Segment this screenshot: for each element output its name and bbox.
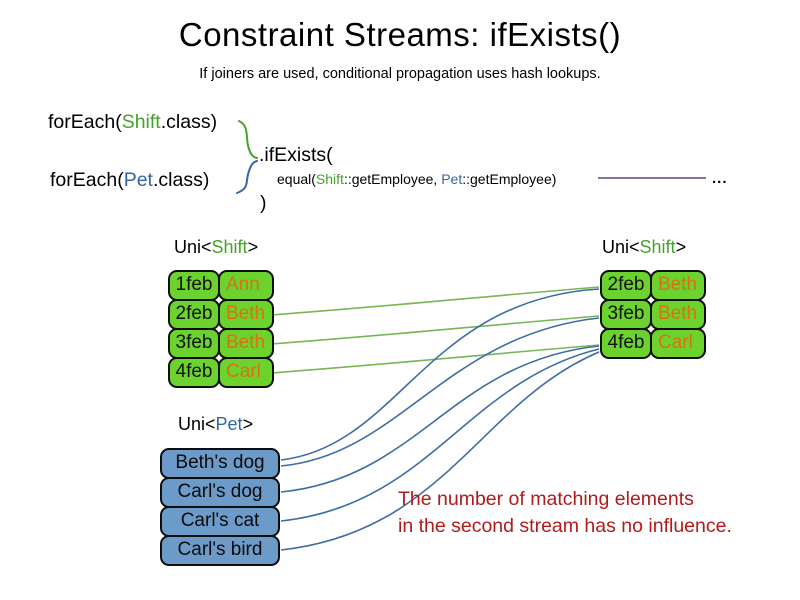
connector-bethsdog-right3feb	[280, 317, 600, 467]
table-row: 3feb Beth	[600, 299, 706, 330]
date-cell: 2feb	[168, 299, 220, 330]
right-table-label: Uni<Shift>	[602, 237, 686, 258]
employee-cell: Ann	[218, 270, 274, 301]
code-text: ::getEmployee,	[343, 171, 442, 187]
date-cell: 4feb	[168, 357, 220, 388]
shift-class-token: Shift	[639, 237, 676, 257]
employee-cell: Carl	[650, 328, 706, 359]
code-foreach-shift: forEach(Shift.class)	[48, 111, 217, 134]
connector-left3feb-right3feb	[270, 315, 600, 345]
pet-table-label: Uni<Pet>	[178, 414, 253, 435]
employee-cell: Beth	[218, 299, 274, 330]
code-ifexists: .ifExists(	[259, 144, 333, 166]
brace-bottom-blue	[236, 160, 258, 194]
employee-cell: Carl	[218, 357, 274, 388]
label-text: Uni<	[602, 237, 640, 257]
connector-carlsdog-right4feb	[280, 345, 600, 493]
shift-class-token: Shift	[211, 237, 248, 257]
page-title: Constraint Streams: ifExists()	[178, 16, 622, 53]
shift-class-token: Shift	[121, 111, 161, 133]
code-text: forEach(	[50, 169, 124, 191]
date-cell: 3feb	[600, 299, 652, 330]
date-cell: 2feb	[600, 270, 652, 301]
note-text: The number of matching elements in the s…	[398, 486, 732, 540]
code-close-paren: )	[260, 192, 267, 214]
label-text: Uni<	[174, 237, 212, 257]
page-subtitle: If joiners are used, conditional propaga…	[199, 66, 601, 82]
pet-cell: Beth's dog	[160, 448, 280, 479]
right-shift-table: 2feb Beth 3feb Beth 4feb Carl	[600, 270, 706, 359]
code-text: ::getEmployee)	[462, 171, 557, 187]
pet-cell: Carl's dog	[160, 477, 280, 508]
connector-bethsdog-right2feb	[280, 288, 600, 461]
employee-cell: Beth	[218, 328, 274, 359]
code-text: equal(	[277, 171, 316, 187]
connector-left2feb-right2feb	[270, 286, 600, 316]
table-row: 2feb Beth	[168, 299, 274, 330]
pet-table: Beth's dog Carl's dog Carl's cat Carl's …	[160, 448, 280, 566]
date-cell: 1feb	[168, 270, 220, 301]
table-row: 1feb Ann	[168, 270, 274, 301]
employee-cell: Beth	[650, 299, 706, 330]
date-cell: 4feb	[600, 328, 652, 359]
code-text: .class)	[152, 169, 210, 191]
label-text: >	[242, 414, 254, 434]
pet-cell: Carl's bird	[160, 535, 280, 566]
label-text: Uni<	[178, 414, 216, 434]
pet-class-token: Pet	[215, 414, 243, 434]
label-text: >	[247, 237, 259, 257]
employee-cell: Beth	[650, 270, 706, 301]
table-row: 4feb Carl	[168, 357, 274, 388]
code-foreach-pet: forEach(Pet.class)	[50, 169, 209, 192]
brace-top-green	[238, 120, 258, 159]
code-text: .class)	[160, 111, 218, 133]
pet-class-token: Pet	[441, 171, 463, 187]
date-cell: 3feb	[168, 328, 220, 359]
table-row: 4feb Carl	[600, 328, 706, 359]
left-shift-table: 1feb Ann 2feb Beth 3feb Beth 4feb Carl	[168, 270, 274, 388]
connector-left4feb-right4feb	[270, 344, 600, 374]
table-row: 2feb Beth	[600, 270, 706, 301]
code-equal-joiner: equal(Shift::getEmployee, Pet::getEmploy…	[277, 171, 556, 187]
note-line: The number of matching elements	[398, 488, 694, 510]
pet-class-token: Pet	[123, 169, 153, 191]
table-row: 3feb Beth	[168, 328, 274, 359]
shift-class-token: Shift	[315, 171, 344, 187]
code-text: forEach(	[48, 111, 122, 133]
label-text: >	[675, 237, 687, 257]
pet-cell: Carl's cat	[160, 506, 280, 537]
note-line: in the second stream has no influence.	[398, 515, 732, 537]
ellipsis-text: ...	[712, 170, 728, 187]
left-table-label: Uni<Shift>	[174, 237, 258, 258]
